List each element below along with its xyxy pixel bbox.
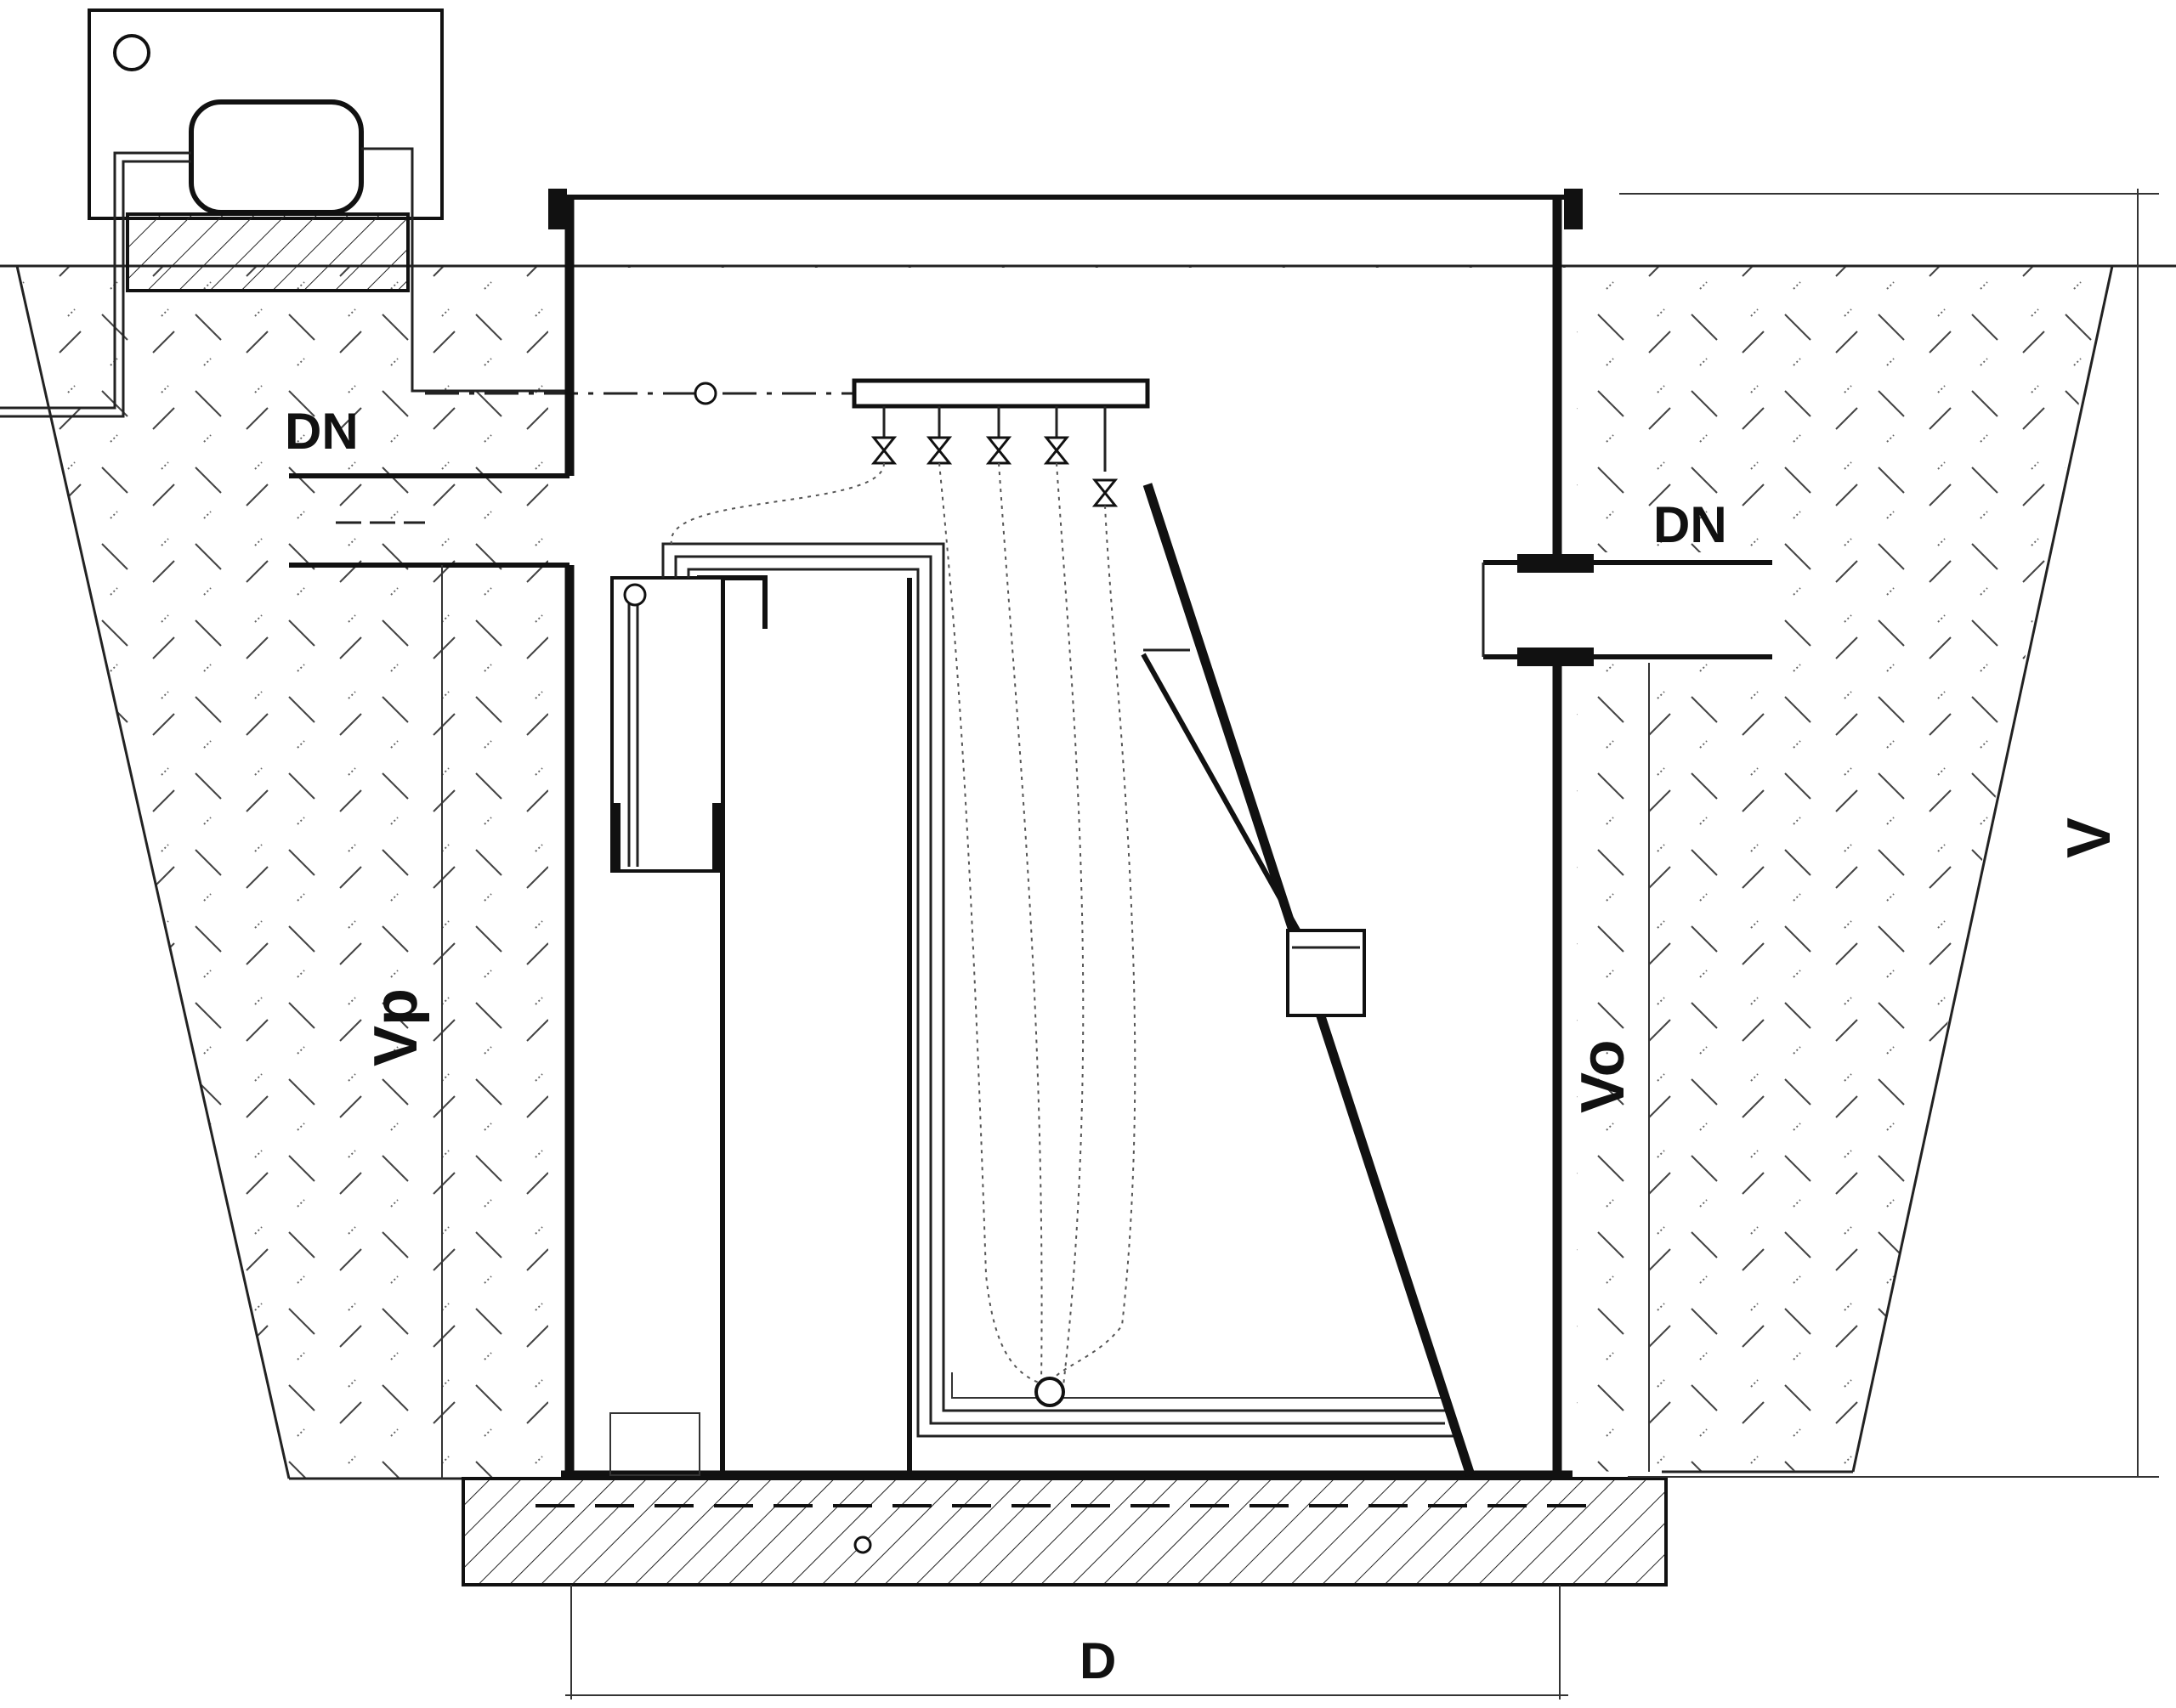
aeration-pipework — [661, 542, 1462, 1438]
vo-label: Vo — [1569, 1039, 1637, 1113]
v-total-label: V — [2055, 817, 2123, 858]
air-manifold — [852, 378, 1150, 472]
dn-outlet-label: DN — [1653, 496, 1727, 553]
d-label: D — [1080, 1632, 1116, 1689]
valve-icon — [870, 436, 1119, 507]
outlet-pipe — [1482, 554, 1772, 666]
air-hoses — [670, 462, 1136, 1407]
dn-inlet-label: DN — [285, 403, 359, 460]
excavation-right-slope — [1851, 265, 2114, 1473]
inlet-pipe — [289, 473, 570, 568]
excavation-left-slope — [15, 265, 291, 1479]
air-supply-pipe — [411, 289, 570, 393]
dimension-lines — [441, 189, 2159, 1700]
blower-unit-icon — [0, 8, 444, 418]
lamella-separator — [1141, 483, 1476, 1477]
vp-label: Vp — [362, 988, 430, 1066]
concrete-base-slab — [462, 1477, 1668, 1586]
inlet-chamber — [609, 575, 912, 1476]
tank-body — [548, 189, 1583, 1480]
